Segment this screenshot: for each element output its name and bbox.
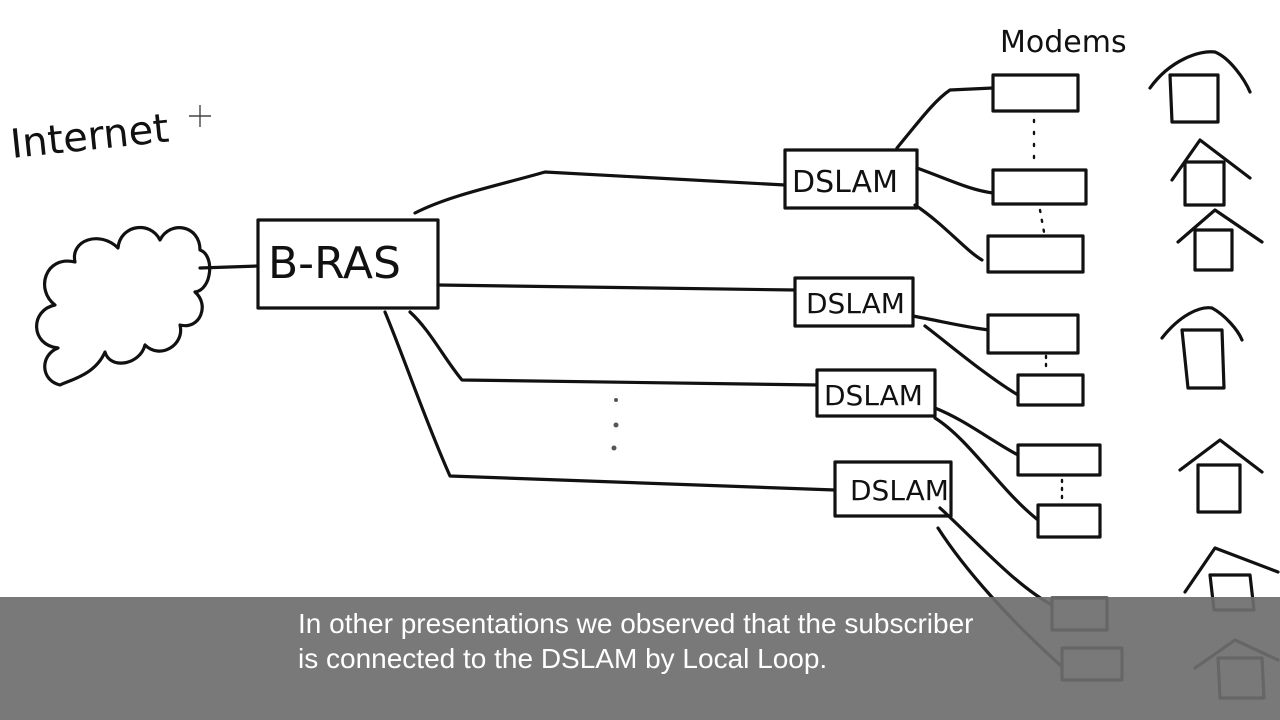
modem-box [1016, 373, 1085, 407]
modem-box [1036, 503, 1102, 539]
house-icon [1176, 208, 1264, 272]
dslam-box-1 [783, 148, 919, 210]
modems-label: Modems [1000, 25, 1127, 60]
house-icon [1170, 138, 1252, 207]
modem-box [991, 73, 1080, 113]
bras-label: B-RAS [268, 238, 401, 289]
house-icon [1160, 306, 1244, 390]
dslam-box-4 [833, 460, 953, 518]
internet-label: Internet [8, 106, 171, 168]
dslam-label-4: DSLAM [850, 474, 949, 507]
caption-text: In other presentations we observed that … [298, 608, 974, 674]
dslam-box-3 [815, 368, 937, 418]
dslam-label-3: DSLAM [824, 379, 923, 412]
dslam-label-1: DSLAM [792, 165, 898, 200]
bras-box [256, 218, 440, 310]
house-icon [1178, 438, 1264, 514]
modem-box [986, 313, 1080, 355]
modem-box [986, 234, 1085, 274]
dslam-label-2: DSLAM [806, 287, 905, 320]
modem-box [991, 168, 1088, 206]
crosshair-cursor-icon [189, 105, 211, 127]
internet-cloud-icon [35, 225, 212, 387]
dslam-box-2 [793, 276, 915, 328]
caption-bar [0, 597, 1280, 720]
house-icon [1148, 50, 1252, 124]
modem-box [1016, 443, 1102, 477]
